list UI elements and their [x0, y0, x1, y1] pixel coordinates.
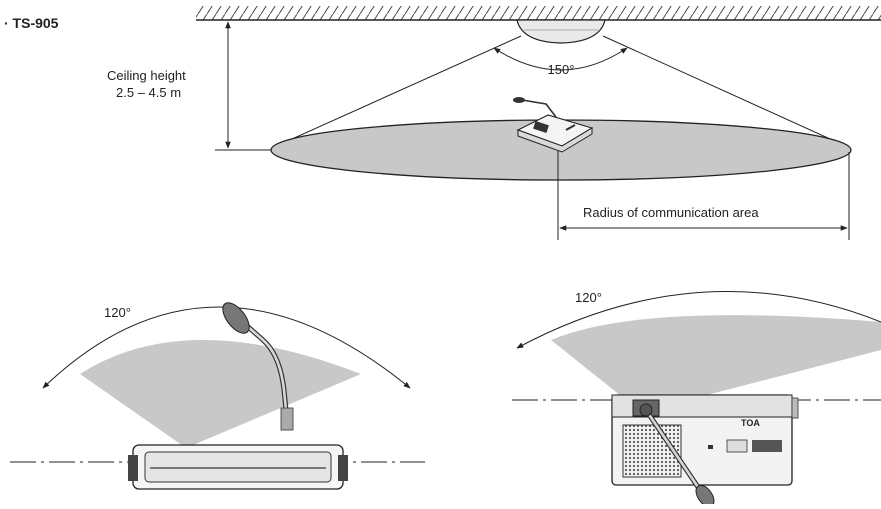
brand-mark: TOA: [741, 418, 760, 428]
angle-arc-150: [493, 47, 628, 71]
ceiling-height-label: Ceiling height: [107, 68, 186, 83]
gooseneck-microphone-front: [639, 403, 715, 508]
ceiling-hatch: [196, 6, 881, 20]
desk-unit-front: TOA: [611, 394, 799, 486]
coverage-line-right: [602, 35, 851, 149]
ceiling-diagram: 150° Ceiling height 2.5 – 4.5 m Radius o…: [107, 6, 881, 240]
coverage-line-left: [271, 35, 522, 149]
angle-label-120-front: 120°: [575, 290, 602, 305]
angle-label-120-side: 120°: [104, 305, 131, 320]
angle-label-150: 150°: [548, 62, 575, 77]
ceiling-speaker: [516, 19, 606, 44]
front-view-diagram: 120° TOA: [512, 290, 881, 508]
angle-arc-120-front: [516, 291, 881, 349]
microphone-head-icon: [222, 302, 250, 334]
desk-unit-top: [513, 97, 594, 153]
side-view-coverage-sector: [80, 340, 361, 448]
side-view-diagram: 120°: [10, 302, 425, 490]
front-view-coverage-sector: [551, 315, 881, 412]
angle-arc-120-side: [42, 306, 411, 389]
gooseneck-microphone-side: [222, 302, 294, 431]
ceiling-height-value: 2.5 – 4.5 m: [116, 85, 181, 100]
model-label: · TS-905: [4, 15, 59, 31]
radius-label: Radius of communication area: [583, 205, 759, 220]
desk-unit-side: [128, 444, 348, 490]
